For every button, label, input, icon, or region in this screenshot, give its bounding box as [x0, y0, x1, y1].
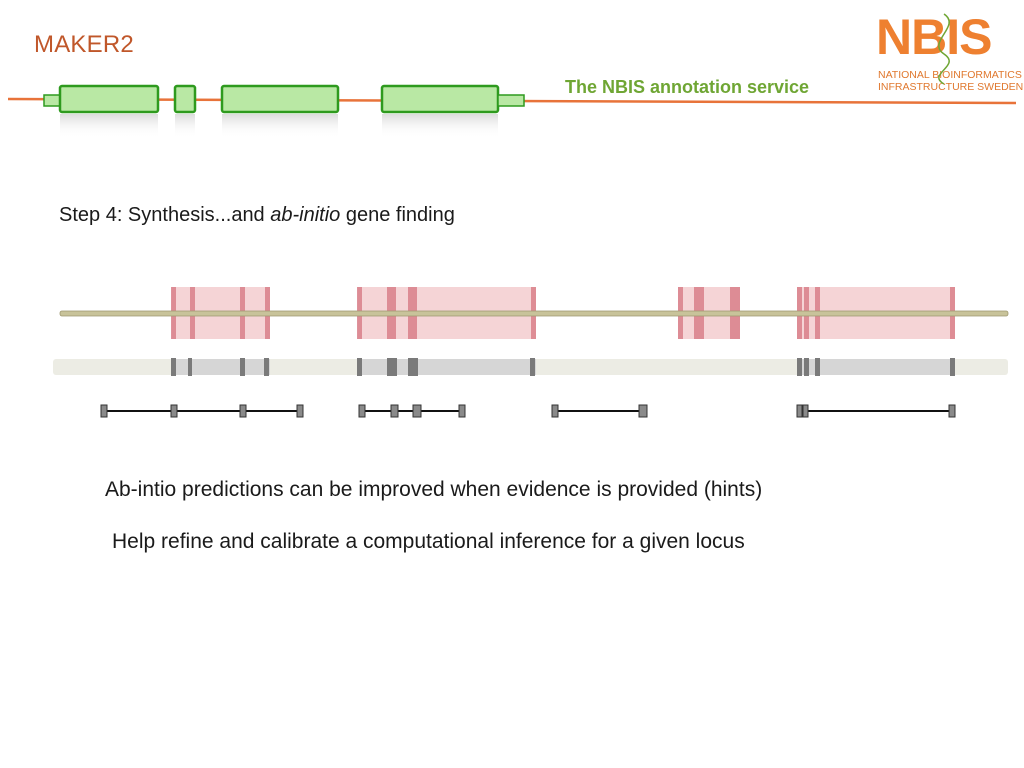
prediction-exon — [802, 404, 809, 418]
exon-2 — [173, 84, 197, 114]
prediction-exon — [458, 404, 466, 418]
prediction-exon — [390, 404, 399, 418]
synthesis-mark — [815, 358, 820, 376]
logo-helix-icon — [938, 13, 950, 85]
logo-subtitle-line2: INFRASTRUCTURE SWEDEN — [878, 81, 1024, 93]
prediction-exon — [796, 404, 803, 418]
step-italic: ab-initio — [270, 204, 341, 226]
exon-1 — [58, 84, 160, 114]
utr-right — [497, 94, 525, 107]
step-prefix: Step 4: Synthesis...and — [59, 204, 271, 226]
prediction-exon — [170, 404, 178, 418]
logo-subtitle-line1: NATIONAL BIOINFORMATICS — [878, 69, 1022, 81]
prediction-exon — [358, 404, 366, 418]
synthesis-block — [797, 359, 955, 375]
header-gene-model — [43, 84, 525, 114]
synthesis-mark — [950, 358, 955, 376]
synthesis-block — [358, 359, 536, 375]
prediction-exon — [638, 404, 648, 418]
header-gene-reflection — [60, 114, 498, 138]
prediction-exon — [551, 404, 559, 418]
synthesis-mark — [530, 358, 535, 376]
bullet-text-1: Ab-intio predictions can be improved whe… — [105, 478, 763, 501]
slide-title: MAKER2 — [34, 31, 134, 58]
synthesis-mark — [804, 358, 809, 376]
synthesis-mark — [357, 358, 362, 376]
service-label: The NBIS annotation service — [565, 77, 810, 97]
step-heading: Step 4: Synthesis...and ab-initio gene f… — [59, 204, 455, 227]
synthesis-block — [172, 359, 270, 375]
synthesis-mark — [387, 358, 397, 376]
exon-4 — [380, 84, 500, 114]
synthesis-mark — [408, 358, 418, 376]
synthesis-mark — [188, 358, 192, 376]
prediction-track — [100, 404, 956, 418]
bullet-text-2: Help refine and calibrate a computationa… — [112, 530, 745, 553]
synthesis-mark — [797, 358, 802, 376]
nbis-logo: NBIS — [876, 9, 992, 65]
synthesis-mark — [240, 358, 245, 376]
prediction-exon — [948, 404, 956, 418]
synthesis-track — [53, 358, 1008, 376]
prediction-exon — [100, 404, 108, 418]
prediction-exon — [239, 404, 247, 418]
synthesis-mark — [171, 358, 176, 376]
prediction-exon — [412, 404, 422, 418]
genome-track — [59, 310, 1009, 317]
step-suffix: gene finding — [340, 204, 455, 226]
exon-3 — [220, 84, 340, 114]
synthesis-mark — [264, 358, 269, 376]
prediction-exon — [296, 404, 304, 418]
